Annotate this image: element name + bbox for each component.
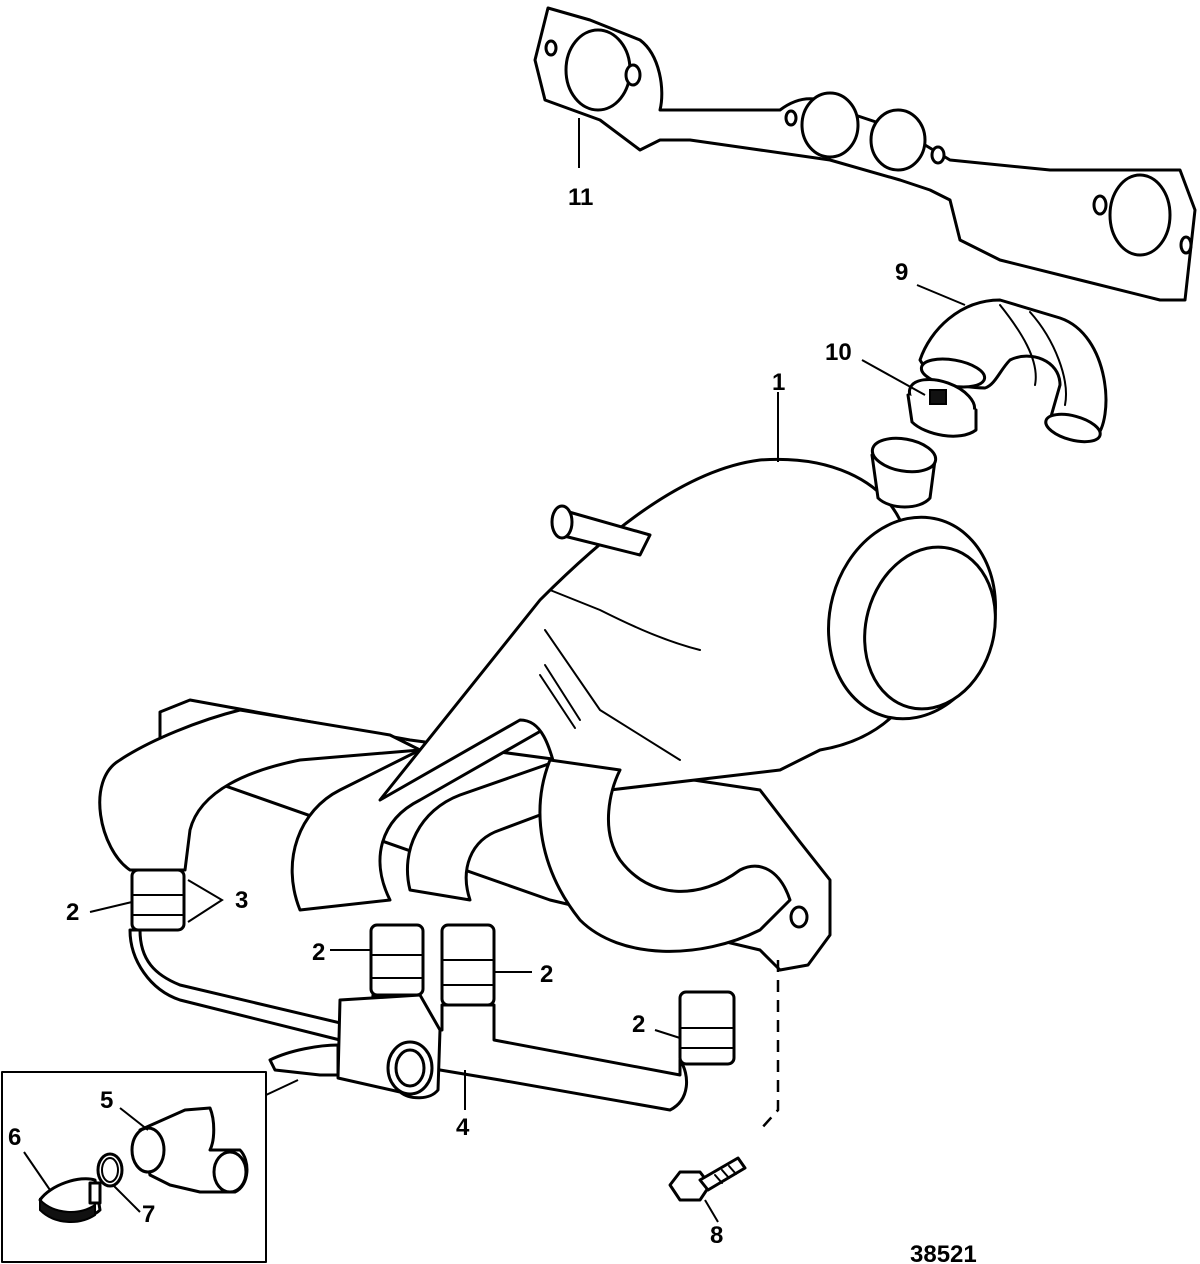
callout-2-center-left: 2 bbox=[312, 939, 325, 966]
o-ring-part-7 bbox=[96, 1152, 124, 1188]
callout-labels: 11 9 10 1 2 3 2 2 2 4 5 6 7 8 bbox=[8, 184, 908, 1249]
callout-10: 10 bbox=[825, 339, 852, 366]
callout-2-center-right: 2 bbox=[540, 961, 553, 988]
gasket-part-11 bbox=[533, 6, 1197, 302]
elbow-fitting-part-5 bbox=[130, 1106, 249, 1194]
detail-inset bbox=[1, 1071, 299, 1263]
water-tube-part-4 bbox=[128, 928, 689, 1112]
callout-7: 7 bbox=[142, 1201, 155, 1228]
leader-lines bbox=[23, 118, 966, 1223]
callout-3: 3 bbox=[235, 887, 248, 914]
exhaust-manifold-part-1 bbox=[98, 436, 997, 972]
hose-part-2-right bbox=[678, 990, 736, 1066]
callout-9: 9 bbox=[895, 259, 908, 286]
hose-part-2-center-left bbox=[369, 923, 425, 997]
callout-6: 6 bbox=[8, 1124, 21, 1151]
hose-clamp-part-10 bbox=[906, 377, 978, 438]
callout-4: 4 bbox=[456, 1114, 470, 1141]
callout-2-left: 2 bbox=[66, 899, 79, 926]
hose-part-2-center-right bbox=[440, 923, 496, 1007]
callout-5: 5 bbox=[100, 1087, 113, 1114]
callout-11: 11 bbox=[568, 184, 593, 211]
callout-2-right: 2 bbox=[632, 1011, 645, 1038]
bolt-part-8 bbox=[668, 1156, 747, 1202]
bolt-alignment-line bbox=[759, 960, 780, 1131]
hose-clamp-group bbox=[130, 868, 736, 1066]
figure-number: 38521 bbox=[910, 1241, 977, 1264]
callout-8: 8 bbox=[710, 1222, 723, 1249]
callout-1: 1 bbox=[772, 369, 785, 396]
hose-part-2-left bbox=[130, 868, 186, 932]
drain-plug-part-6 bbox=[38, 1177, 102, 1223]
